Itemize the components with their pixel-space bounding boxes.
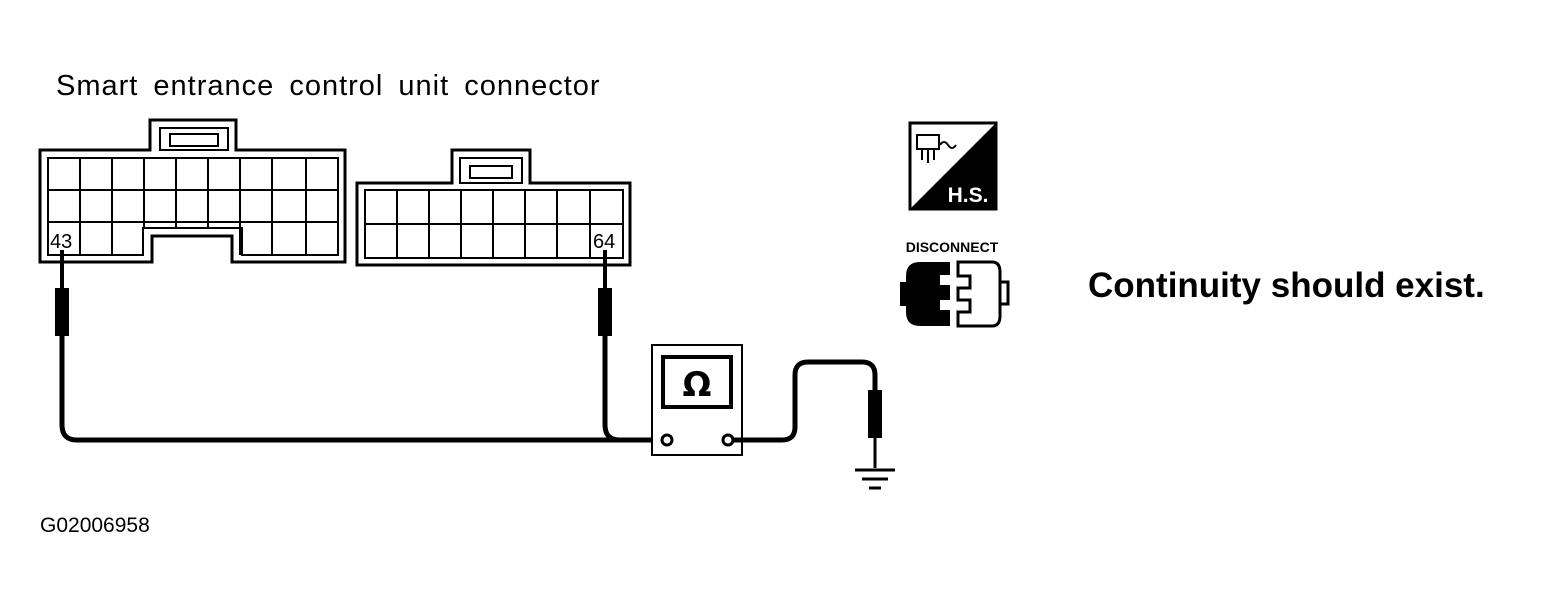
ground-symbol xyxy=(855,468,895,490)
connector-title: Smart entrance control unit connector xyxy=(56,70,601,102)
disconnect-label: DISCONNECT xyxy=(906,239,999,255)
ground-lead xyxy=(733,359,882,468)
probe-right xyxy=(598,250,665,443)
disconnect-connector-icon xyxy=(900,260,1010,328)
terminal-43-label: 43 xyxy=(50,231,72,253)
ohm-symbol: Ω xyxy=(683,365,712,405)
connector-right xyxy=(355,148,632,267)
figure-id: G02006958 xyxy=(40,514,150,537)
probe-left xyxy=(55,250,665,443)
result-text: Continuity should exist. xyxy=(1088,266,1485,305)
hs-badge-icon xyxy=(908,121,998,211)
terminal-64-label: 64 xyxy=(593,231,615,253)
hs-badge-label: H.S. xyxy=(948,184,989,207)
ohmmeter xyxy=(651,344,743,456)
connector-left xyxy=(38,118,347,264)
